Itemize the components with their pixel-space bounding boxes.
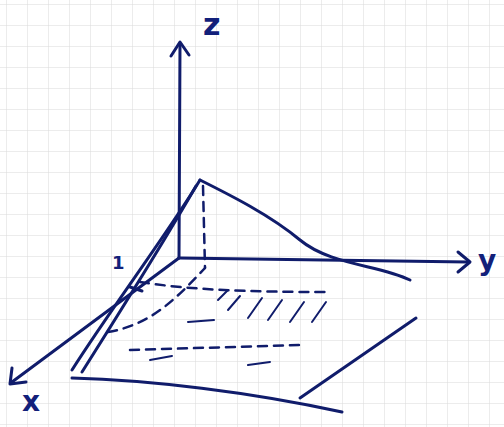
tick-label: 1 bbox=[112, 254, 125, 272]
x-axis bbox=[12, 258, 179, 382]
axis-label: z bbox=[203, 10, 220, 40]
hatching bbox=[150, 320, 270, 365]
dashed-edge bbox=[130, 345, 300, 350]
surface-edge bbox=[72, 180, 200, 370]
y-arrowhead bbox=[458, 252, 470, 272]
plane-edge bbox=[300, 318, 416, 398]
axis-label: x bbox=[22, 388, 40, 416]
y-axis bbox=[179, 258, 468, 262]
z-arrowhead bbox=[171, 42, 189, 56]
dashed-edge bbox=[140, 282, 330, 292]
z-axis bbox=[179, 44, 180, 258]
x-arrowhead bbox=[10, 368, 26, 384]
plane-edge bbox=[72, 378, 342, 412]
surface-curve bbox=[200, 180, 410, 280]
hatching bbox=[218, 290, 326, 322]
axis-label: y bbox=[478, 247, 496, 275]
dashed-height bbox=[203, 186, 205, 268]
surface-edge bbox=[82, 186, 196, 372]
